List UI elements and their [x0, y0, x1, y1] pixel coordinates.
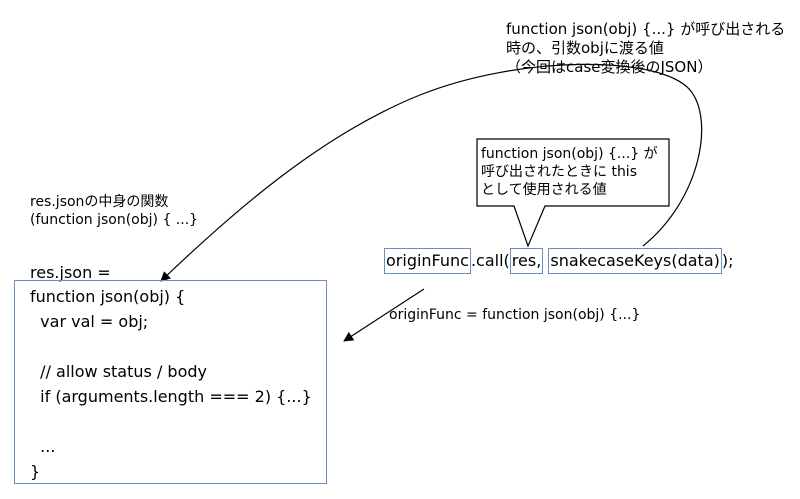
annotation-left-line-2: (function json(obj) { ...}	[30, 212, 199, 228]
snakecase-keys-box: snakecaseKeys(data)	[548, 248, 722, 274]
annotation-originfunc: originFunc = function json(obj) {...}	[389, 307, 641, 323]
code-line-5: if (arguments.length === 2) {...}	[30, 387, 312, 406]
call-expression: originFunc.call(res, snakecaseKeys(data)…	[384, 248, 734, 274]
arrow-originfunc-to-code	[343, 288, 425, 342]
code-line-7: ...	[30, 437, 56, 456]
code-line-6	[30, 409, 312, 434]
res-arg-box: res,	[509, 248, 544, 274]
code-box	[14, 280, 327, 484]
arrow-data-to-json-curve	[160, 63, 703, 282]
code-lines: function json(obj) { var val = obj; // a…	[30, 284, 312, 484]
callout-line-2: 呼び出されたときに this	[481, 164, 637, 180]
code-title: res.json =	[30, 263, 111, 282]
code-line-2: var val = obj;	[30, 312, 149, 331]
annotation-top-line-2: 時の、引数objに渡る値	[506, 39, 664, 57]
annotation-top-line-1: function json(obj) {...} が呼び出される	[506, 20, 786, 38]
annotation-top: function json(obj) {...} が呼び出される 時の、引数ob…	[506, 20, 785, 77]
call-token: .call(	[470, 251, 510, 270]
code-line-3	[30, 334, 312, 359]
code-line-8: }	[30, 462, 41, 481]
origin-func-box: originFunc	[384, 248, 471, 274]
callout-line-1: function json(obj) {...} が	[481, 146, 658, 162]
annotation-top-line-3: （今回はcase変換後のJSON）	[506, 58, 713, 76]
callout-text: function json(obj) {...} が 呼び出されたときに thi…	[481, 145, 658, 199]
code-line-1: function json(obj) {	[30, 287, 186, 306]
callout-line-3: として使用される値	[481, 182, 607, 198]
code-line-4: // allow status / body	[30, 362, 207, 381]
callout-bubble	[476, 138, 670, 248]
close-token: );	[721, 251, 734, 270]
annotation-left: res.jsonの中身の関数 (function json(obj) { ...…	[30, 193, 198, 229]
annotation-left-line-1: res.jsonの中身の関数	[30, 194, 169, 210]
